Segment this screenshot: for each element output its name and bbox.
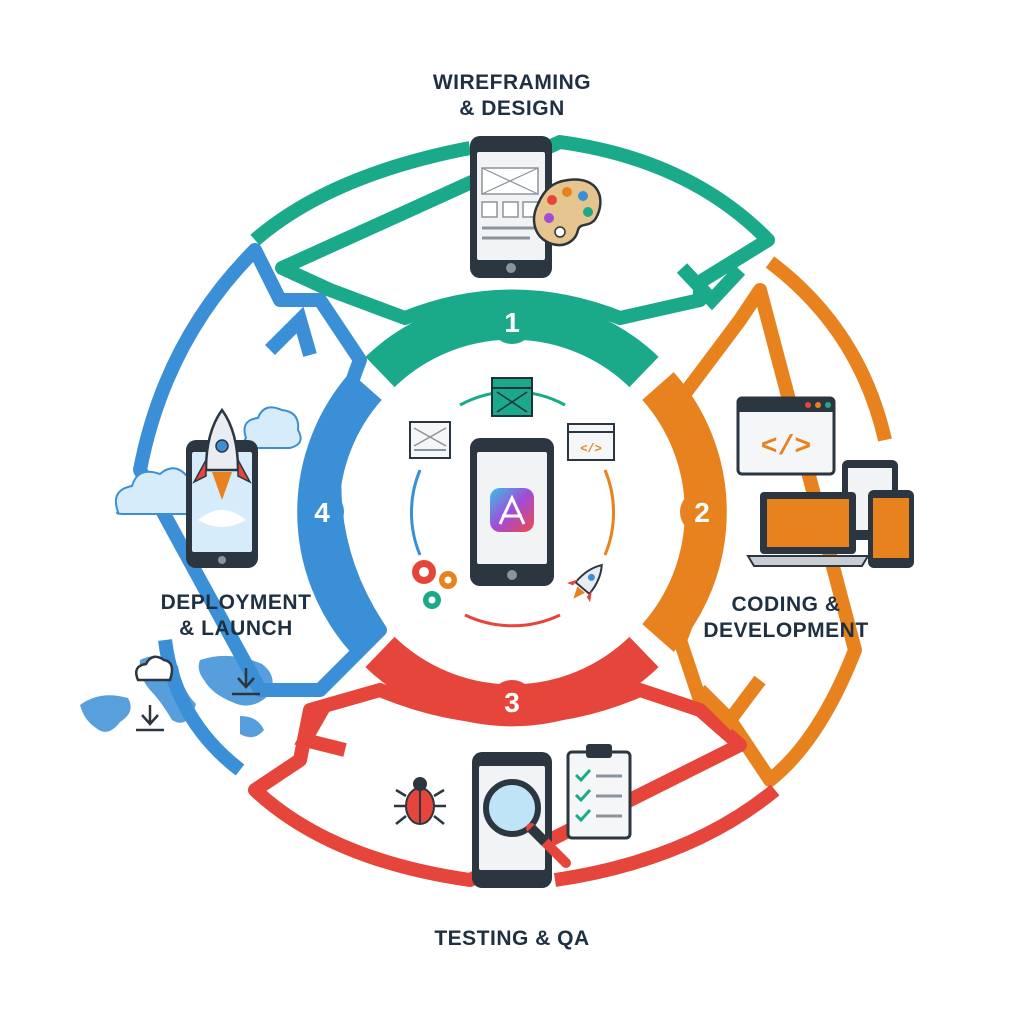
stage-label-deployment: DEPLOYMENT & LAUNCH [146,590,326,642]
arrow-deployment [265,306,317,357]
palette-icon [532,178,602,247]
center-cluster: </> [409,377,616,628]
magnifier-icon [483,779,571,868]
bug-icon [394,777,446,825]
arc-design [250,135,775,325]
wireframe-icon [491,377,533,417]
step-badges: 1 2 3 4 [300,300,724,724]
code-window-icon: </> [567,423,615,461]
coding-code-glyph: </> [761,432,811,463]
badge-4-number: 4 [314,497,330,528]
badge-3 [490,680,534,724]
checklist-icon [566,744,632,840]
tablet-icon [868,490,914,568]
stage-label-deployment-line1: DEPLOYMENT [160,591,312,614]
center-arc-blue [409,469,422,556]
center-code-glyph: </> [580,442,602,456]
stage-label-deployment-line2: & LAUNCH [179,617,293,640]
app-store-icon [490,488,534,532]
badge-1-number: 1 [504,307,520,338]
badge-3-number: 3 [504,687,520,718]
arrow-design [676,263,746,311]
download-icon [135,655,260,732]
badge-2 [680,490,724,534]
stage-label-testing: TESTING & QA [402,926,622,952]
coding-illustration: </> [736,396,914,568]
arrow-coding [695,675,766,731]
rocket-icon [567,563,603,603]
rocket-icon [192,407,252,527]
cycle-arrows [265,263,766,757]
deployment-illustration [80,406,302,738]
outer-cycle [133,135,892,887]
stage-label-coding-line2: DEVELOPMENT [703,619,869,642]
stage-label-design-line1: WIREFRAMING [432,71,592,94]
stage-label-design: WIREFRAMING & DESIGN [412,70,612,122]
stage-label-testing-line1: TESTING & QA [434,927,590,950]
badge-1 [490,300,534,344]
layout-icon [409,421,451,459]
badge-4 [300,490,344,534]
stage-label-design-line2: & DESIGN [459,97,565,120]
center-arc-orange [603,469,616,556]
arrow-testing [294,701,347,757]
badge-2-number: 2 [694,497,710,528]
smartphone-icon [470,136,552,278]
world-map-icon [80,655,273,738]
design-illustration [470,136,602,278]
stage-label-coding-line1: CODING & [731,593,841,616]
code-window-icon: </> [736,396,836,476]
center-arc-red [464,613,561,628]
testing-illustration [394,744,632,888]
laptop-icon [746,492,870,567]
stage-label-coding: CODING & DEVELOPMENT [696,592,876,644]
gear-icon [412,560,457,609]
